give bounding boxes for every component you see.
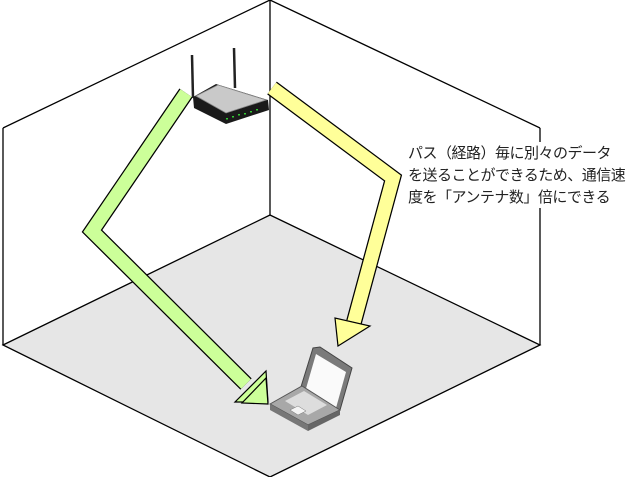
caption-line: を送ることができるため、通信速 [408, 166, 626, 184]
wireless-router-icon [190, 47, 269, 124]
right-wall-top-edge [269, 0, 541, 129]
left-wall-top-edge [2, 0, 271, 129]
caption-line: 度を「アンテナ数」倍にできる [408, 188, 611, 206]
laptop-icon [268, 346, 353, 431]
green-path-arrow [81, 88, 269, 405]
caption-line: パス（経路）毎に別々のデータ [408, 144, 612, 162]
room-floor [1, 214, 542, 477]
yellow-path-arrow [267, 81, 403, 348]
explanation-caption: パス（経路）毎に別々のデータ を送ることができるため、通信速 度を「アンテナ数」… [408, 142, 626, 208]
